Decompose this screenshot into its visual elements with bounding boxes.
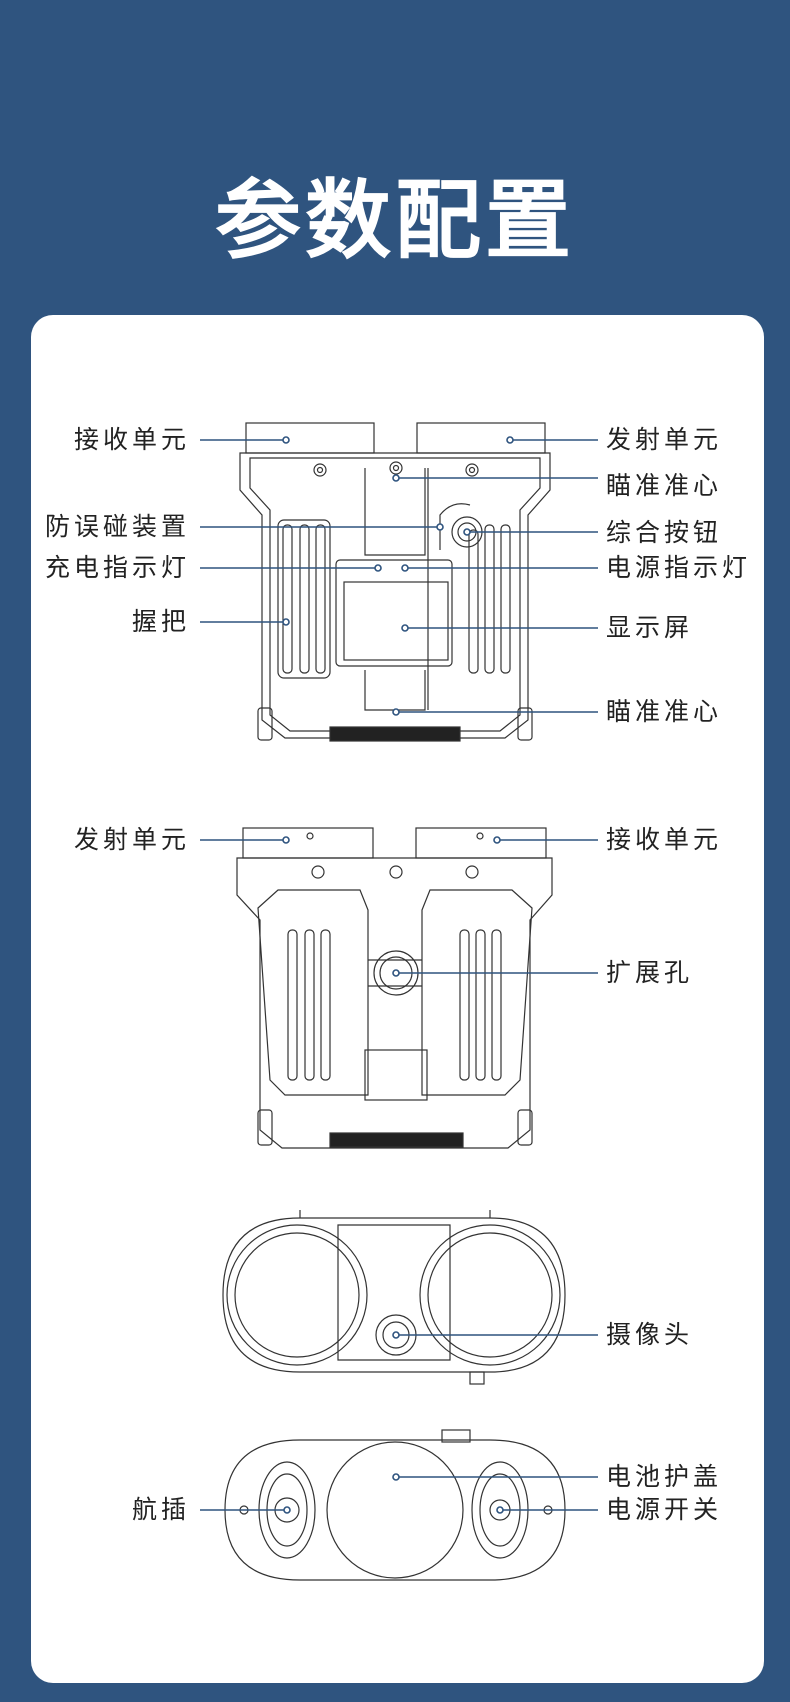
label-receiver-unit: 接收单元 bbox=[73, 425, 190, 454]
label-transmitter-unit: 发射单元 bbox=[606, 425, 723, 454]
label-battery-cover: 电池护盖 bbox=[606, 1462, 723, 1491]
label-display-screen: 显示屏 bbox=[606, 613, 694, 642]
label-grip: 握把 bbox=[131, 607, 190, 636]
label-power-indicator: 电源指示灯 bbox=[606, 553, 752, 582]
label-camera: 摄像头 bbox=[606, 1320, 694, 1349]
display-screen-shape bbox=[343, 581, 449, 661]
back-view-drawing bbox=[236, 827, 553, 1149]
back-body-outline bbox=[236, 857, 553, 1149]
label-transmitter-unit-back: 发射单元 bbox=[73, 825, 190, 854]
bottom-view-drawing bbox=[224, 1429, 566, 1581]
battery-cover-shape bbox=[326, 1441, 464, 1579]
transmitter-unit-shape-back bbox=[242, 827, 374, 859]
page-title: 参数配置 bbox=[215, 171, 575, 271]
label-aviation-plug: 航插 bbox=[131, 1495, 190, 1524]
label-aiming-reticle-bottom: 瞄准准心 bbox=[606, 697, 723, 726]
label-multi-function-button: 综合按钮 bbox=[606, 518, 723, 547]
knurled-band bbox=[329, 726, 461, 742]
diagram-card bbox=[31, 315, 764, 1683]
label-charging-indicator: 充电指示灯 bbox=[44, 553, 190, 582]
front-body-outline bbox=[239, 452, 551, 739]
top-body-outline bbox=[222, 1217, 566, 1373]
label-power-switch: 电源开关 bbox=[606, 1495, 723, 1524]
grip-rib bbox=[282, 524, 293, 674]
leader-lines bbox=[200, 436, 598, 1514]
transmitter-unit-shape bbox=[416, 422, 546, 454]
front-view-drawing bbox=[239, 422, 551, 742]
label-anti-collision-device: 防误碰装置 bbox=[44, 512, 190, 541]
screen-bezel bbox=[335, 559, 453, 667]
bottom-body-outline bbox=[224, 1439, 566, 1581]
receiver-unit-shape bbox=[245, 422, 375, 454]
label-receiver-unit-back: 接收单元 bbox=[606, 825, 723, 854]
label-aiming-reticle-top: 瞄准准心 bbox=[606, 471, 723, 500]
label-expansion-hole: 扩展孔 bbox=[606, 958, 694, 987]
top-view-drawing bbox=[222, 1210, 566, 1385]
